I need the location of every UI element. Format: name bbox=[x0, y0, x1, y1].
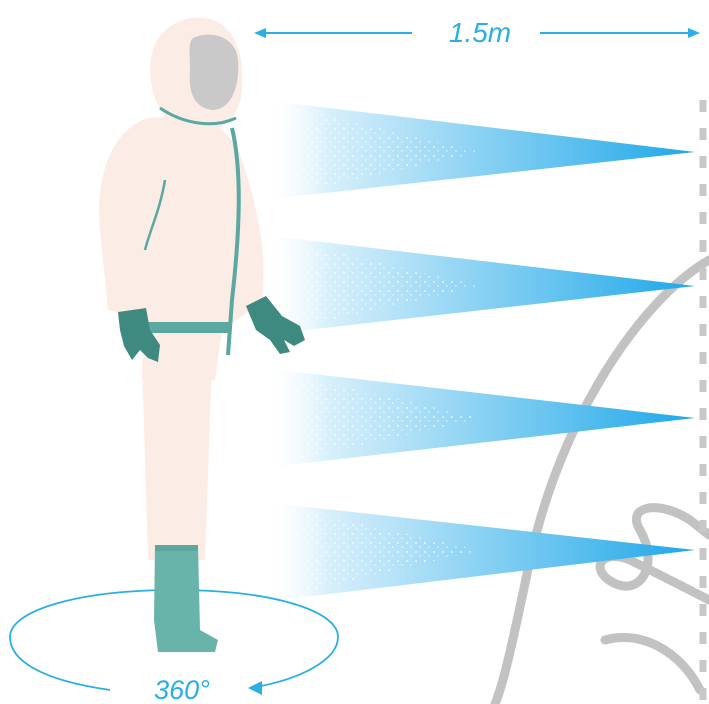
boot-cuff bbox=[155, 545, 198, 551]
sprayer-outline bbox=[495, 260, 709, 704]
suit-legs bbox=[142, 360, 212, 560]
rotation-arrow-head bbox=[248, 681, 262, 695]
spray-cones bbox=[262, 100, 695, 602]
rotation-label: 360° bbox=[154, 675, 210, 704]
sprayer-hand-curl bbox=[605, 637, 700, 690]
arrow-left-head bbox=[254, 28, 266, 38]
distance-label: 1.5m bbox=[449, 17, 511, 48]
arrow-right-head bbox=[688, 28, 700, 38]
boot bbox=[154, 545, 218, 652]
suit-belt bbox=[140, 322, 230, 333]
